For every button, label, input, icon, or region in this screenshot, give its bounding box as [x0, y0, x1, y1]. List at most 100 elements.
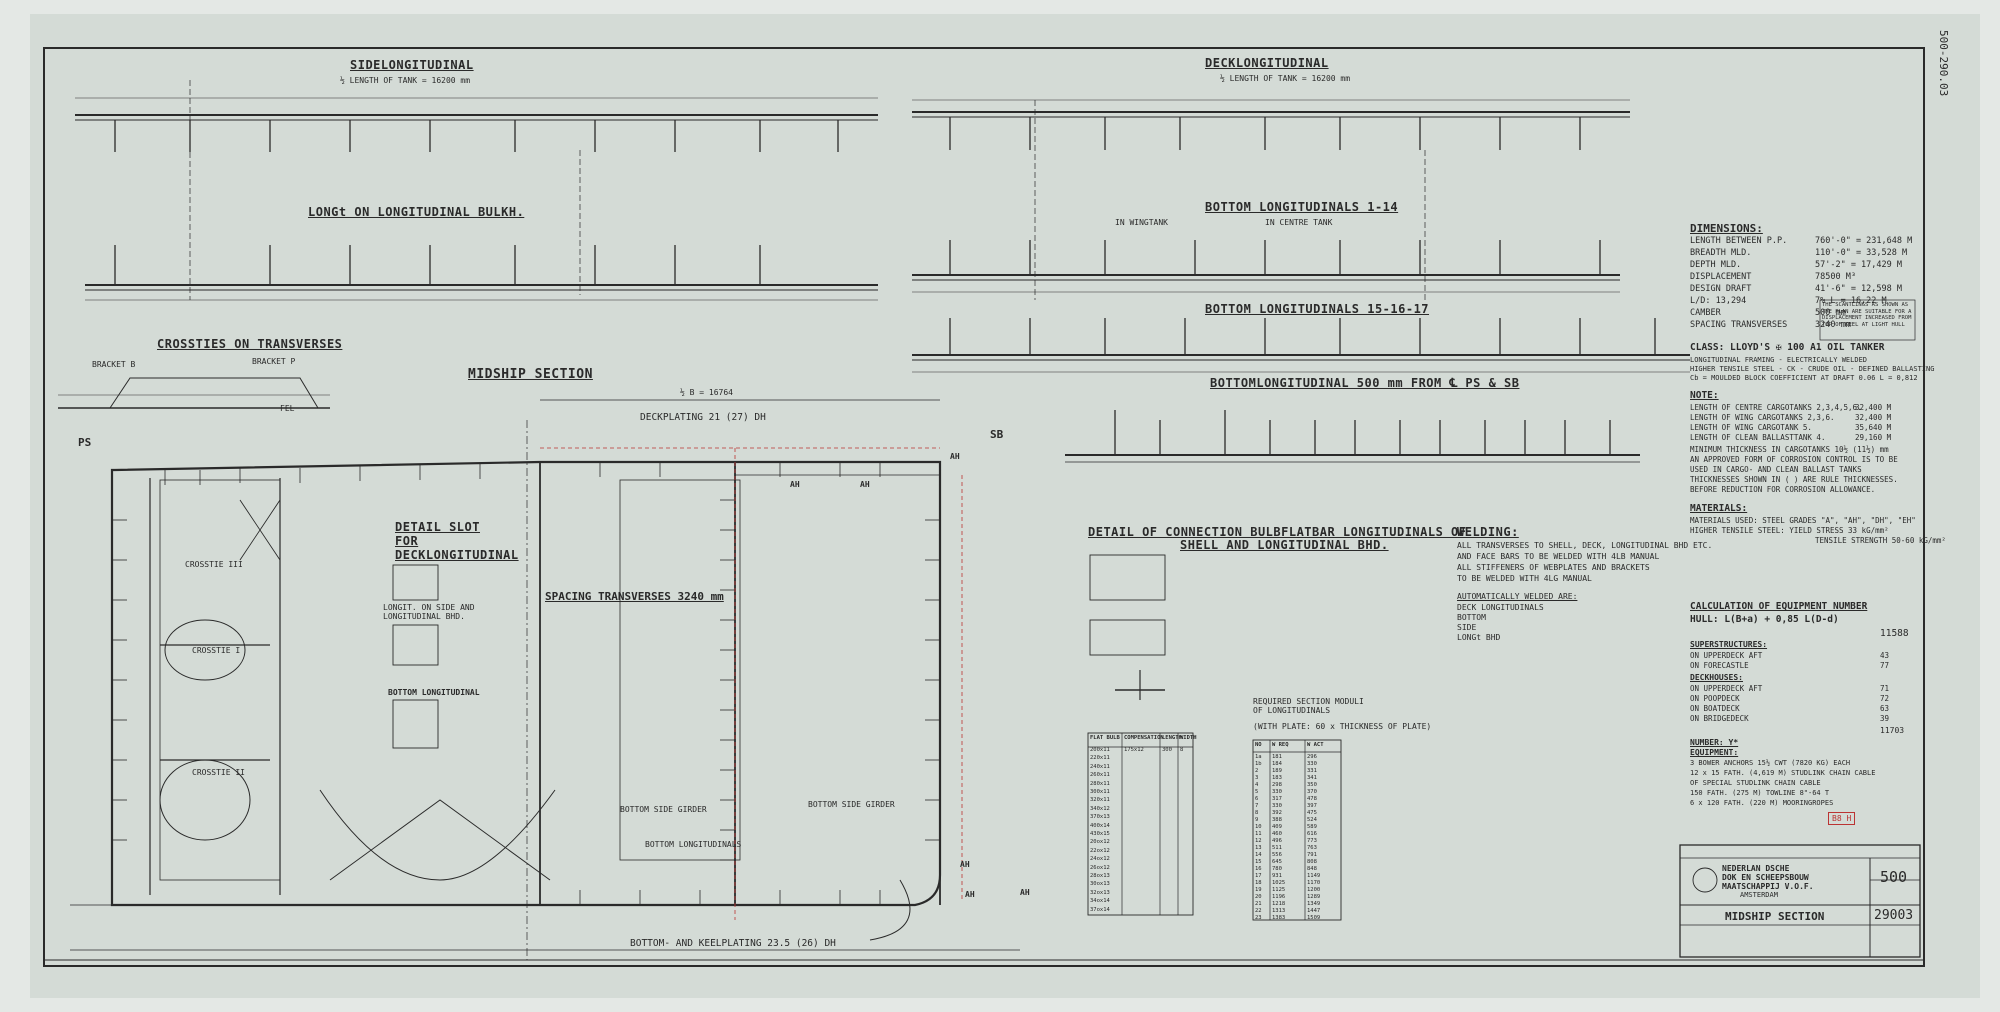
table-cell: 1313 [1272, 908, 1286, 914]
table-cell: 370 [1307, 789, 1317, 795]
table-cell: 296 [1307, 754, 1317, 760]
table-cell: 330 [1307, 761, 1317, 767]
spacing-transverses-label: SPACING TRANSVERSES 3240 mm [545, 590, 724, 603]
table-cell: 931 [1272, 873, 1282, 879]
table-cell: 7 [1255, 803, 1259, 809]
table-cell: 763 [1307, 845, 1317, 851]
equipment-line: 6 x 120 FATH. (220 M) MOORINGROPES [1690, 799, 1834, 807]
table-cell: 14 [1255, 852, 1262, 858]
list-item-value: 41'-6" = 12,598 M [1815, 284, 1902, 294]
bottom-longitudinals-label: BOTTOM LONGITUDINALS [645, 840, 742, 849]
side-length-note: ½ LENGTH OF TANK = 16200 mm [340, 76, 471, 85]
equipment-line: 3 BOWER ANCHORS 15½ CWT (7820 KG) EACH [1690, 759, 1851, 767]
table-header: W ACT [1307, 742, 1324, 748]
stamp: B8 H [1828, 812, 1856, 825]
table-cell: 10 [1255, 824, 1262, 830]
equipment-title: CALCULATION OF EQUIPMENT NUMBER [1690, 601, 1868, 612]
welding-auto-line: SIDE [1457, 623, 1477, 632]
list-item-label: LENGTH OF WING CARGOTANK 5. [1690, 423, 1812, 432]
list-item-label: LENGTH BETWEEN P.P. [1690, 236, 1788, 246]
table-cell: 317 [1272, 796, 1282, 802]
table-cell: 478 [1307, 796, 1317, 802]
table-cell: 15 [1255, 859, 1262, 865]
detail-connection-title-2: SHELL AND LONGITUDINAL BHD. [1180, 538, 1389, 552]
table-cell: 460 [1272, 831, 1282, 837]
table-cell: 808 [1307, 859, 1317, 865]
table-cell: 184 [1272, 761, 1282, 767]
bottom-15-17-title: BOTTOM LONGITUDINALS 15-16-17 [1205, 302, 1430, 316]
table-cell: 400x14 [1090, 822, 1110, 829]
company-name-1: NEDERLAN DSCHE [1722, 864, 1790, 873]
table-cell: 175x12 [1124, 747, 1144, 753]
welding-title: WELDING: [1457, 525, 1519, 539]
list-item: DEPTH MLD.57'-2" = 17,429 M [1690, 260, 1920, 272]
table-cell: 5 [1255, 789, 1259, 795]
list-item-label: L/D: 13,294 [1690, 296, 1747, 306]
list-item: LENGTH BETWEEN P.P. 760'-0" = 231,648 M [1690, 236, 1920, 248]
deck-longitudinal-title: DECKLONGITUDINAL [1205, 56, 1329, 70]
company-name-3: MAATSCHAPPIJ V.O.F. [1722, 882, 1814, 891]
table-cell: 475 [1307, 810, 1317, 816]
table-cell: 240x11 [1090, 763, 1110, 770]
half-breadth: ½ B = 16764 [680, 388, 733, 397]
table-cell: 26ox12 [1090, 864, 1110, 871]
table-cell: 370x13 [1090, 814, 1110, 821]
table-cell: 11 [1255, 831, 1262, 837]
table-cell: 34ox14 [1090, 898, 1110, 905]
table-cell: 2 [1255, 768, 1259, 774]
table-cell: 8 [1180, 747, 1184, 753]
yard-number: 500 [1880, 868, 1908, 886]
table-cell: 1b [1255, 761, 1262, 767]
welding-line: AND FACE BARS TO BE WELDED WITH 4LB MANU… [1457, 552, 1660, 561]
table-cell: 331 [1307, 768, 1317, 774]
company-name-2: DOK EN SCHEEPSBOUW [1722, 873, 1809, 882]
table-header: NO [1255, 742, 1262, 748]
sheet-mark: 500-290.03 [1937, 30, 1950, 97]
list-item-value: 77 [1880, 661, 1890, 670]
list-item-value: 760'-0" = 231,648 M [1815, 236, 1913, 246]
table-cell: 1170 [1307, 880, 1321, 886]
table-cell: 18 [1255, 880, 1262, 886]
table-cell: 397 [1307, 803, 1317, 809]
deck-length-note: ½ LENGTH OF TANK = 16200 mm [1220, 74, 1351, 83]
section-moduli-subtitle: (WITH PLATE: 60 x THICKNESS OF PLATE) [1253, 722, 1432, 731]
table-cell: 511 [1272, 845, 1282, 851]
table-cell: 37ox14 [1090, 906, 1110, 913]
list-item-label: DEPTH MLD. [1690, 260, 1742, 270]
ah-label: AH [950, 452, 960, 461]
table-cell: 16 [1255, 866, 1262, 872]
table-cell: 300x11 [1090, 789, 1110, 795]
list-item-label: SPACING TRANSVERSES [1690, 320, 1788, 330]
equipment-hull: HULL: L(B+a) + 0,85 L(D-d) [1690, 614, 1839, 625]
table-cell: 30ox13 [1090, 881, 1110, 888]
table-cell: 1025 [1272, 880, 1286, 886]
ah-label: AH [1020, 888, 1030, 897]
ps-label: PS [78, 436, 92, 449]
table-header: W REQ [1272, 742, 1289, 748]
list-item: LENGTH OF WING CARGOTANK 5.35,640 M [1690, 423, 1920, 433]
longt-bulkh-title: LONGt ON LONGITUDINAL BULKH. [308, 205, 525, 219]
table-cell: 616 [1307, 831, 1317, 837]
list-item-label: ON POOPDECK [1690, 694, 1740, 703]
table-cell: 556 [1272, 852, 1282, 858]
table-header: WIDTH [1180, 735, 1197, 741]
class-line: HIGHER TENSILE STEEL - CK - CRUDE OIL - … [1690, 365, 1935, 373]
table-cell: 1149 [1307, 873, 1321, 879]
table-cell: 220x11 [1090, 755, 1110, 762]
crosstie-1-label: CROSSTIE I [192, 646, 241, 655]
note-line: MINIMUM THICKNESS IN CARGOTANKS 10½ (11½… [1690, 445, 1889, 454]
welding-auto-title: AUTOMATICALLY WELDED ARE: [1457, 592, 1578, 601]
sb-label: SB [990, 428, 1004, 441]
table-cell: 773 [1307, 838, 1317, 844]
list-item-value: 500 mm [1815, 308, 1846, 318]
side-longitudinal-title: SIDELONGITUDINAL [350, 58, 474, 72]
ah-label: AH [960, 860, 970, 869]
